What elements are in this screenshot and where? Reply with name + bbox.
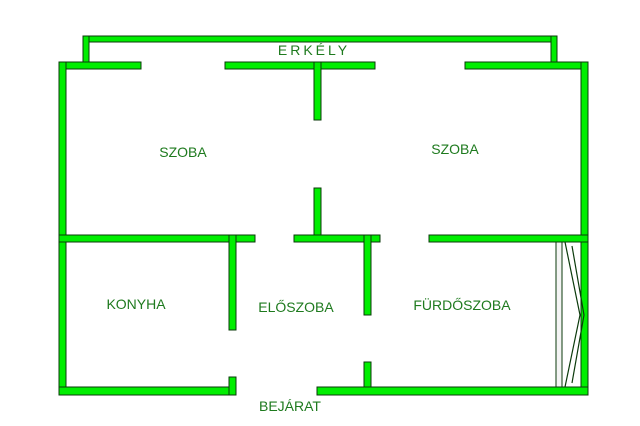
interior-walls [58,61,589,331]
hall-label: ELŐSZOBA [258,299,334,315]
bathroom-window [555,241,585,388]
balcony-label: ERKÉLY [278,42,350,58]
bathroom-label: FÜRDŐSZOBA [413,296,511,313]
room-labels: ERKÉLY SZOBA SZOBA KONYHA ELŐSZOBA FÜRDŐ… [106,42,511,414]
room-right-label: SZOBA [431,141,479,157]
balcony-walls [82,35,558,65]
outer-walls [58,61,589,396]
room-left-label: SZOBA [159,144,207,160]
entrance-label: BEJÁRAT [259,398,321,414]
kitchen-label: KONYHA [106,296,166,312]
